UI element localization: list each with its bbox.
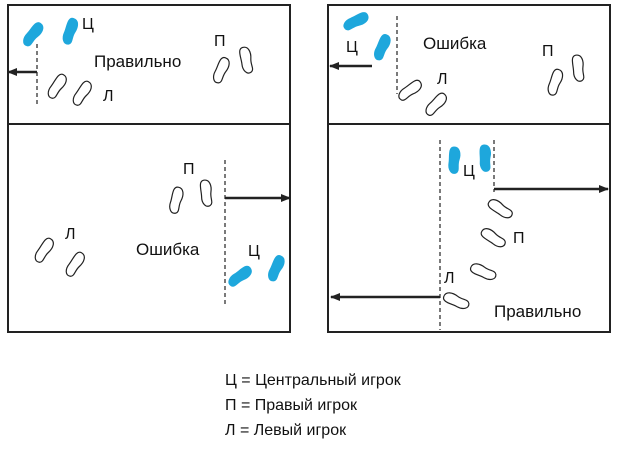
center-player-mark: Ц — [463, 163, 475, 180]
verdict-label: Ошибка — [423, 34, 487, 53]
right-player-footprint — [198, 178, 215, 208]
center-player-footprint — [341, 9, 371, 34]
legend-left: Л = Левый игрок — [225, 422, 347, 439]
right-player-footprint — [545, 67, 565, 98]
panel-top-left: Ц Правильно Л П — [7, 16, 256, 109]
center-player-mark: Ц — [248, 243, 260, 260]
right-player-mark: П — [183, 161, 195, 178]
right-player-footprint — [570, 53, 587, 83]
right-player-footprint — [237, 45, 256, 75]
left-player-mark: Л — [103, 88, 114, 105]
left-player-footprint — [441, 290, 472, 312]
verdict-label: Ошибка — [136, 240, 200, 259]
verdict-label: Правильно — [94, 52, 181, 71]
court-outline — [327, 4, 611, 333]
legend-center: Ц = Центральный игрок — [225, 372, 401, 389]
center-player-footprint — [20, 19, 46, 49]
left-player-footprint — [45, 71, 70, 102]
left-player-footprint — [63, 249, 88, 280]
right-player-footprint — [167, 185, 185, 215]
left-player-footprint — [32, 235, 57, 266]
center-player-footprint — [225, 263, 255, 290]
center-player-footprint — [448, 146, 461, 174]
center-player-mark: Ц — [346, 39, 358, 56]
center-player-footprint — [61, 16, 80, 46]
center-player-footprint — [372, 32, 393, 63]
right-player-footprint — [210, 55, 232, 86]
right-court: Ц Ошибка Л П Ц П Л Правильно — [327, 4, 611, 333]
legend: Ц = Центральный игрок П = Правый игрок Л… — [225, 368, 401, 443]
right-player-mark: П — [513, 230, 525, 247]
left-court: Ц Правильно Л П П Л Ошибка Ц — [7, 4, 291, 333]
panel-top-right: Ц Ошибка Л П — [329, 9, 587, 119]
right-player-footprint — [478, 225, 509, 250]
right-player-mark: П — [542, 43, 554, 60]
right-player-footprint — [485, 196, 516, 221]
legend-right: П = Правый игрок — [225, 397, 357, 414]
center-player-footprint — [266, 253, 287, 284]
center-player-mark: Ц — [82, 16, 94, 33]
right-player-mark: П — [214, 33, 226, 50]
left-player-mark: Л — [444, 270, 455, 287]
left-player-mark: Л — [437, 71, 448, 88]
left-player-footprint — [395, 77, 425, 104]
left-player-mark: Л — [65, 226, 76, 243]
left-player-footprint — [422, 90, 450, 119]
panel-bottom-left: П Л Ошибка Ц — [32, 160, 291, 305]
left-player-footprint — [468, 261, 499, 283]
panel-bottom-right: Ц П Л Правильно — [330, 140, 609, 330]
court-outline — [7, 4, 291, 333]
left-player-footprint — [70, 78, 95, 109]
verdict-label: Правильно — [494, 302, 581, 321]
center-player-footprint — [478, 144, 493, 173]
